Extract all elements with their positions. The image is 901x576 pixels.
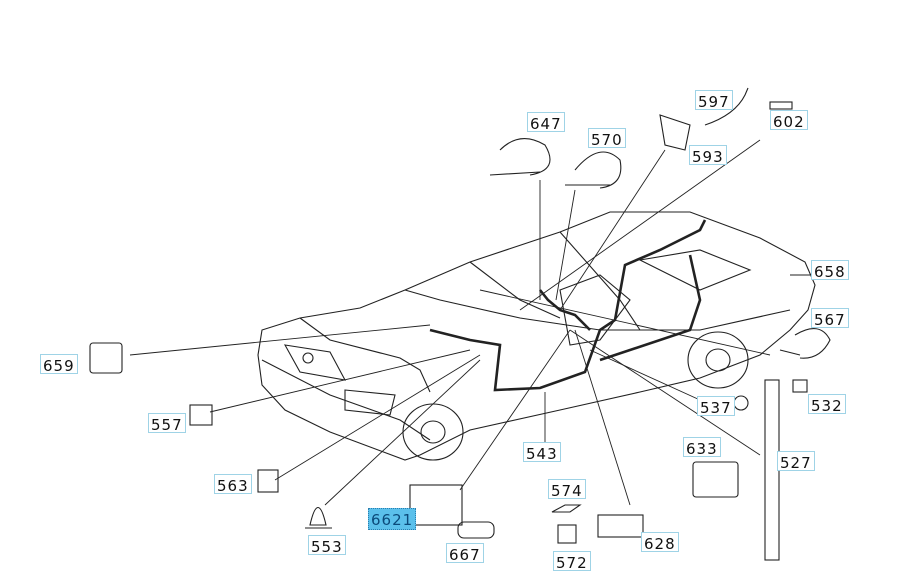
bulb-574 [551,504,582,513]
part-label-557[interactable]: 557 [148,413,186,434]
car-body-outline [257,211,816,461]
part-label-633[interactable]: 633 [683,437,721,458]
connector-593 [659,114,691,151]
switch-628 [597,514,644,538]
part-label-593[interactable]: 593 [689,145,727,166]
part-label-553[interactable]: 553 [308,535,346,556]
cable-tie-570 [565,151,622,189]
part-label-570[interactable]: 570 [588,128,626,149]
part-label-572[interactable]: 572 [553,551,591,572]
screw-532 [792,379,808,393]
part-label-597[interactable]: 597 [695,90,733,111]
sensor-597 [704,87,749,126]
part-label-602[interactable]: 602 [770,110,808,131]
cable-tie-647 [489,138,551,176]
nut-537 [733,395,749,411]
wiring-harness [429,219,707,392]
part-label-659[interactable]: 659 [40,354,78,375]
part-label-532[interactable]: 532 [808,394,846,415]
part-label-667[interactable]: 667 [446,543,484,564]
part-label-537[interactable]: 537 [697,396,735,417]
leader-lines [129,139,810,506]
part-label-574[interactable]: 574 [548,479,586,500]
fuse-602 [769,101,793,110]
cable-tie-567 [779,328,831,359]
relay-633 [692,461,739,498]
part-label-567[interactable]: 567 [811,308,849,329]
part-label-662-selected[interactable]: 6621 [368,508,417,530]
switch-662 [409,484,463,526]
part-label-543[interactable]: 543 [523,442,561,463]
part-label-563[interactable]: 563 [214,474,252,495]
socket-572 [557,524,577,544]
part-label-658[interactable]: 658 [811,260,849,281]
part-label-527[interactable]: 527 [777,451,815,472]
part-label-647[interactable]: 647 [527,112,565,133]
grommet-553 [305,506,332,529]
part-label-628[interactable]: 628 [641,532,679,553]
switch-659 [89,342,123,374]
clip-563 [257,469,279,493]
clip-557 [189,404,213,426]
bulb-667 [457,521,495,539]
